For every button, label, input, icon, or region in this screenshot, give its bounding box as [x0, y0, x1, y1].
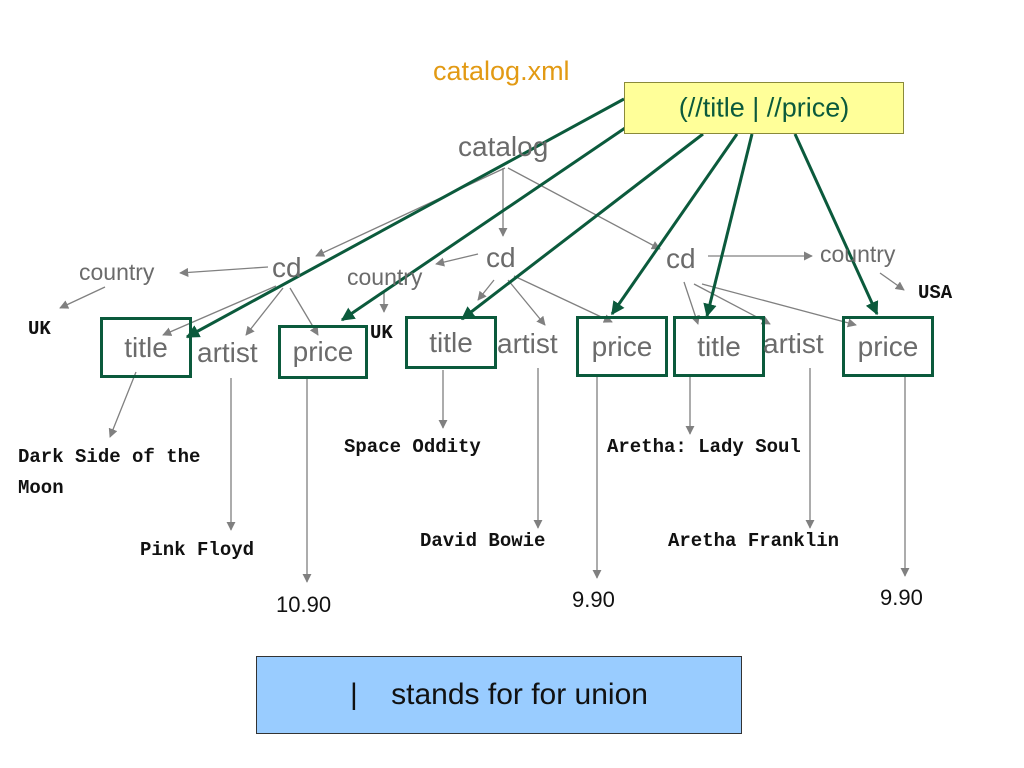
- edge-country3-value: [879, 272, 905, 291]
- query-box: (//title | //price): [624, 82, 904, 134]
- edge-catalog-cd1: [315, 167, 506, 257]
- cd1-title-box: title: [100, 317, 192, 378]
- edge-cd2-artist: [507, 279, 546, 326]
- cd1-artist-value: Pink Floyd: [140, 539, 255, 561]
- cd2-node: cd: [486, 242, 516, 273]
- query-arrow-title2: [460, 132, 704, 321]
- edge-country1-value: [59, 286, 106, 309]
- cd1-title-value: Dark Side of the Moon: [18, 446, 201, 499]
- cd3-price-node: price: [857, 330, 919, 362]
- edge-cd1-artist: [245, 287, 284, 336]
- cd3-country-value: USA: [918, 282, 953, 304]
- cd2-artist-node: artist: [497, 328, 558, 359]
- query-arrow-title1: [185, 97, 625, 339]
- cd3-title-node: title: [697, 330, 741, 362]
- cd3-country-node: country: [820, 241, 896, 267]
- union-note-text: | stands for for union: [350, 678, 648, 711]
- query-arrow-price1: [340, 124, 629, 322]
- cd2-price-value: 9.90: [572, 587, 615, 612]
- cd2-artist-value: David Bowie: [420, 530, 546, 552]
- cd1-price-node: price: [292, 336, 354, 367]
- edge-cd1-title: [162, 285, 277, 336]
- edge-cd1-country: [179, 266, 269, 277]
- cd1-country-node: country: [79, 259, 155, 285]
- query-arrow-price2: [610, 133, 739, 316]
- query-expression: (//title | //price): [678, 92, 850, 123]
- cd1-price-value: 10.90: [276, 592, 332, 617]
- query-arrow-title3: [703, 133, 754, 318]
- edge-title1-value: [108, 371, 137, 438]
- union-note-box: | stands for for union: [256, 656, 742, 734]
- cd3-title-box: title: [673, 316, 765, 377]
- cd1-artist-node: artist: [197, 337, 258, 368]
- edge-cd2-price: [513, 275, 613, 323]
- cd3-artist-value: Aretha Franklin: [668, 530, 840, 552]
- cd3-title-value: Aretha: Lady Soul: [607, 436, 801, 458]
- cd1-title-node: title: [124, 331, 168, 363]
- edge-catalog-cd3: [507, 167, 661, 250]
- edge-cd2-title: [477, 279, 495, 301]
- cd2-title-box: title: [405, 316, 497, 369]
- cd1-price-box: price: [278, 325, 368, 379]
- cd2-country-value: UK: [370, 322, 393, 344]
- cd3-price-value: 9.90: [880, 585, 923, 610]
- cd2-title-value: Space Oddity: [344, 436, 481, 458]
- query-arrow-price3: [793, 133, 879, 316]
- edge-cd3-price: [701, 283, 857, 328]
- cd3-price-box: price: [842, 316, 934, 377]
- cd3-artist-node: artist: [763, 328, 824, 359]
- cd2-title-node: title: [429, 326, 473, 358]
- cd3-node: cd: [666, 243, 696, 274]
- root-node-catalog: catalog: [458, 131, 549, 162]
- file-name: catalog.xml: [433, 56, 570, 86]
- edge-cd2-country: [435, 253, 479, 267]
- cd2-country-node: country: [347, 264, 423, 290]
- query-arrows: [185, 97, 879, 339]
- cd2-price-box: price: [576, 316, 668, 377]
- cd1-country-value: UK: [28, 318, 51, 340]
- cd2-price-node: price: [591, 330, 653, 362]
- cd1-node: cd: [272, 252, 302, 283]
